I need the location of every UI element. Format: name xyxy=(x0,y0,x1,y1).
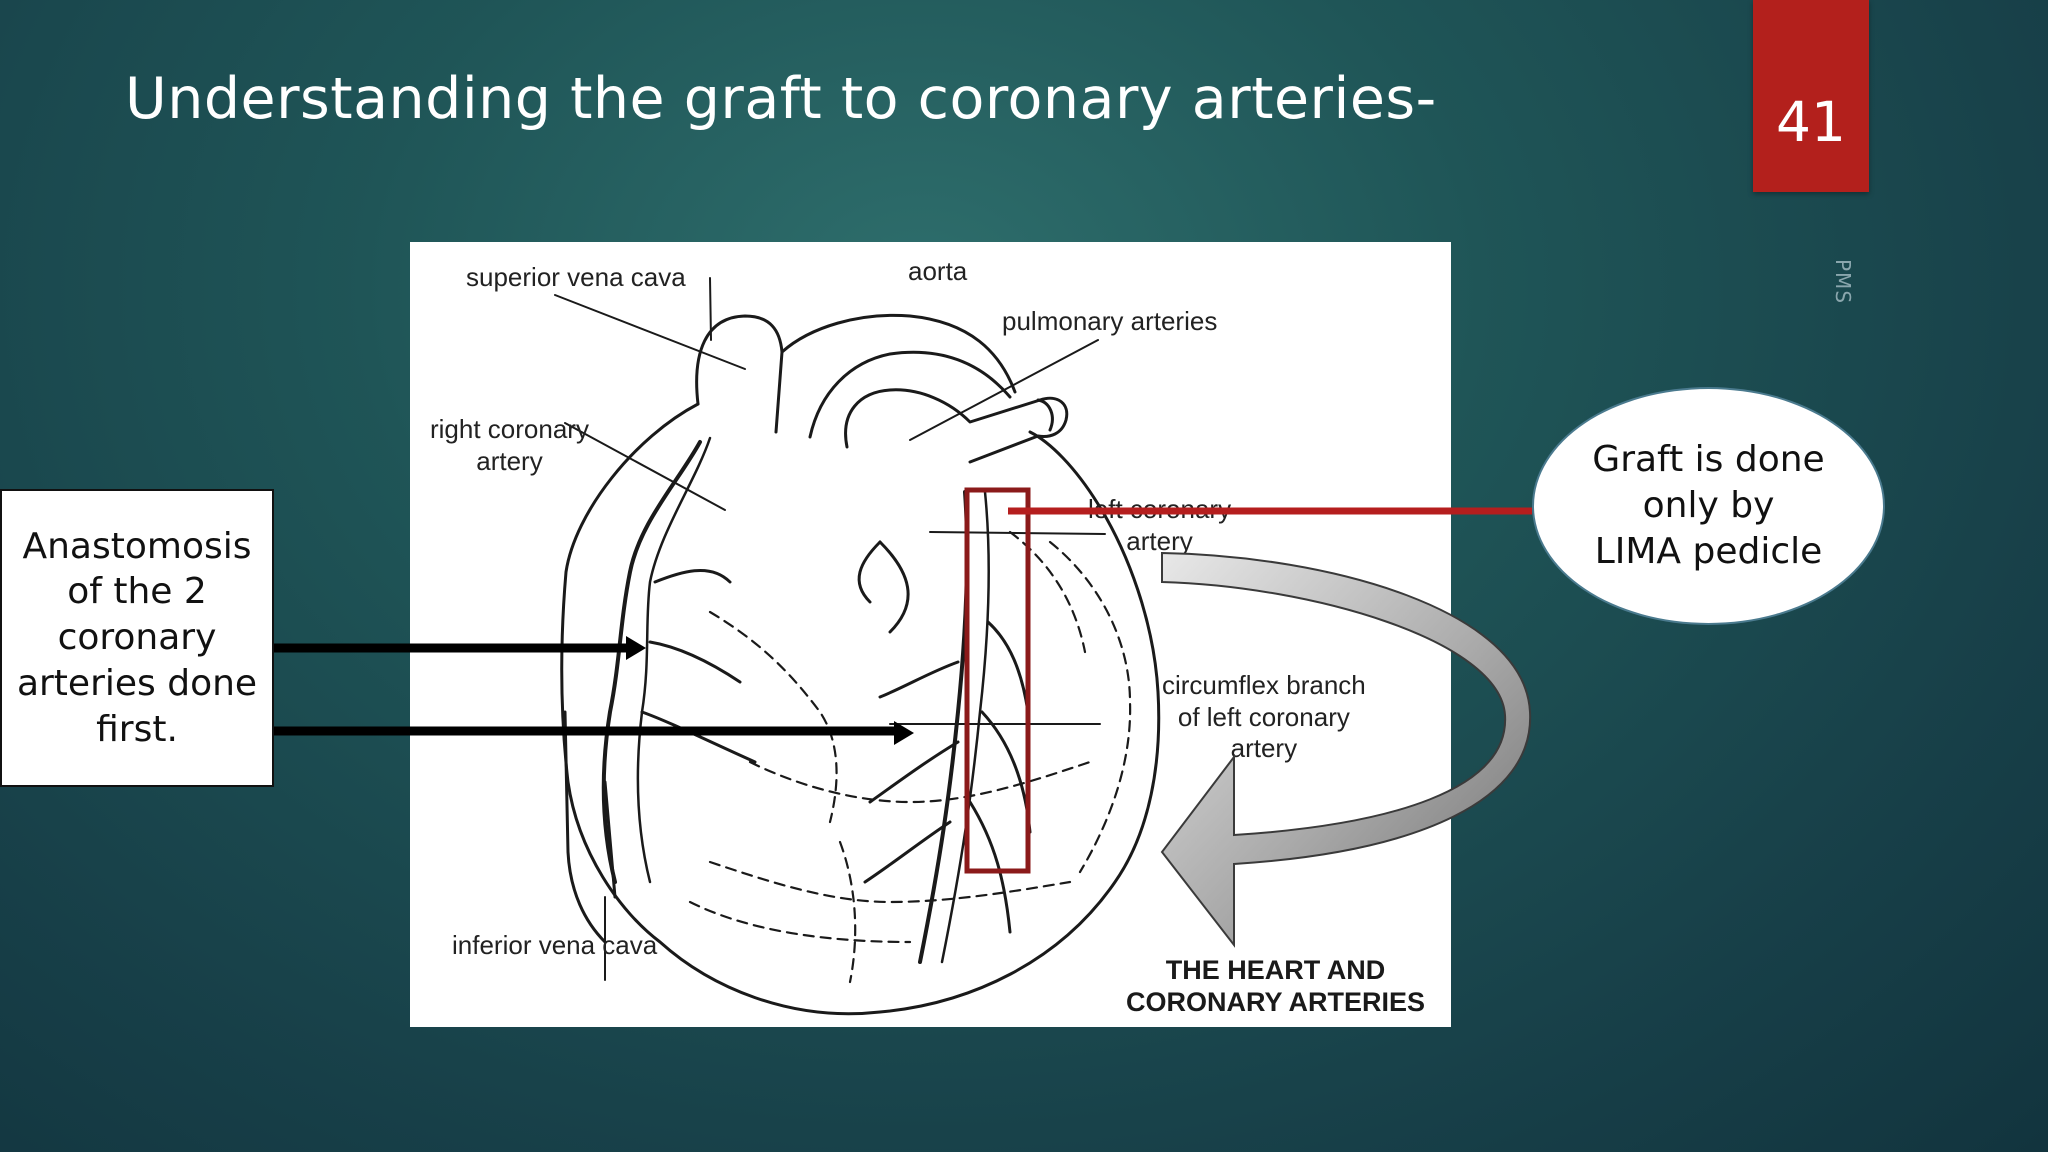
label-superior-vena-cava: superior vena cava xyxy=(466,262,686,292)
page-number: 41 xyxy=(1776,90,1846,154)
slide-title: Understanding the graft to coronary arte… xyxy=(125,66,1437,132)
label-left-coronary-artery: left coronary artery xyxy=(1088,494,1231,556)
label-circumflex-branch: circumflex branch of left coronary arter… xyxy=(1162,670,1366,764)
curved-graft-arrow xyxy=(1160,551,1532,948)
graft-callout-text: Graft is done only by LIMA pedicle xyxy=(1592,439,1825,572)
label-right-coronary-artery: right coronary artery xyxy=(430,414,589,476)
footer-text: PMS xyxy=(1831,259,1855,305)
diagram-caption: THE HEART AND CORONARY ARTERIES xyxy=(1125,955,1425,1018)
leader-lines xyxy=(554,277,1106,981)
label-pulmonary-arteries: pulmonary arteries xyxy=(1002,306,1218,336)
lad-highlight-box xyxy=(964,487,1031,874)
anastomosis-arrow-1 xyxy=(274,636,646,660)
heart-drawing xyxy=(554,277,1161,1016)
anastomosis-callout-text: Anastomosis of the 2 coronary arteries d… xyxy=(16,525,258,750)
anastomosis-arrow-2 xyxy=(274,721,914,745)
label-inferior-vena-cava: inferior vena cava xyxy=(452,930,658,960)
heart-diagram: superior vena cava aorta pulmonary arter… xyxy=(410,242,1451,1027)
page-number-tab: 41 xyxy=(1753,0,1869,192)
graft-callout: Graft is done only by LIMA pedicle xyxy=(1532,387,1885,625)
anastomosis-callout: Anastomosis of the 2 coronary arteries d… xyxy=(0,489,274,787)
label-aorta: aorta xyxy=(908,256,968,286)
